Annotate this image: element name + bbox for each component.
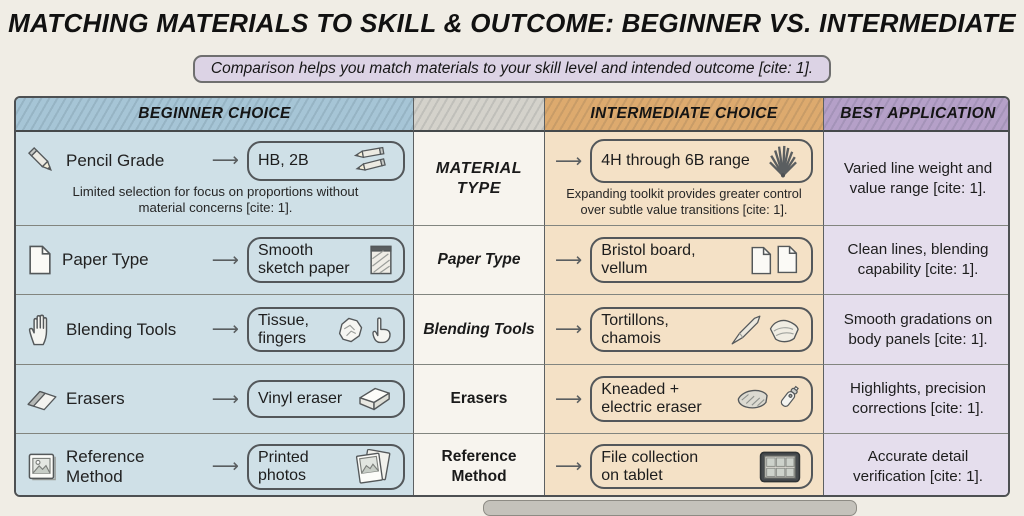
intermediate-note: Expanding toolkit provides greater contr… [566, 186, 802, 217]
category-label: MATERIAL TYPE [435, 159, 523, 197]
category-cell-paper-type: Paper Type [414, 225, 545, 294]
tablet-icon [758, 450, 802, 484]
arrow-icon: ⟶ [555, 387, 583, 410]
intermediate-cell-reference-method: ⟶ File collection on tablet [545, 433, 824, 495]
subtitle-row: Comparison helps you match materials to … [0, 55, 1024, 83]
arrow-icon: ⟶ [555, 318, 583, 340]
vinyl-eraser-icon [354, 385, 394, 413]
header-material-category [414, 98, 545, 132]
best-application-text: Highlights, precision corrections [cite:… [850, 380, 986, 417]
category-label: Reference Method [441, 448, 517, 485]
category-cell-reference-method: Reference Method [414, 433, 545, 495]
beginner-note: Limited selection for focus on proportio… [72, 183, 359, 215]
best-application-text: Clean lines, blending capability [cite: … [847, 241, 989, 278]
category-cell-blending-tools: Blending Tools [414, 294, 545, 364]
subtitle-callout: Comparison helps you match materials to … [192, 55, 832, 83]
best-application-text: Smooth gradations on body panels [cite: … [843, 310, 993, 348]
intermediate-cell-pencil-grade: ⟶ 4H through 6B range Expanding toolkit … [545, 132, 824, 225]
two-pages-icon [750, 243, 802, 277]
beginner-value-box: Tissue, fingers [247, 306, 405, 353]
category-cell-material-type: MATERIAL TYPE [414, 132, 545, 225]
category-label: Erasers [450, 390, 508, 408]
intermediate-value-box: File collection on tablet [590, 443, 813, 490]
category-label: Paper Type [437, 251, 521, 269]
arrow-icon: ⟶ [555, 455, 583, 477]
beginner-value-box: HB, 2B [247, 140, 405, 181]
beginner-cell-erasers: Erasers ⟶ Vinyl eraser [16, 364, 414, 433]
intermediate-value: File collection on tablet [601, 448, 699, 484]
pointing-finger-icon [372, 316, 391, 343]
tissue-icon [338, 317, 363, 342]
intermediate-value-box: 4H through 6B range [590, 139, 813, 184]
intermediate-cell-erasers: ⟶ Kneaded + electric eraser [545, 364, 824, 433]
arrow-icon: ⟶ [555, 248, 583, 271]
arrow-icon: ⟶ [211, 455, 239, 477]
chamois-icon [769, 319, 799, 342]
photo-icon [26, 451, 58, 483]
best-application-text: Accurate detail verification [cite: 1]. [853, 447, 983, 485]
arrow-icon: ⟶ [211, 248, 239, 271]
best-application-cell: Smooth gradations on body panels [cite: … [824, 294, 1008, 364]
beginner-cell-blending-tools: Blending Tools ⟶ Tissue, fingers [16, 294, 414, 364]
beginner-value: HB, 2B [258, 151, 309, 169]
printed-photos-icon [354, 448, 394, 485]
beginner-label: Paper Type [62, 250, 149, 270]
beginner-cell-pencil-grade: Pencil Grade ⟶ HB, 2B Limited selection … [16, 132, 414, 225]
arrow-icon: ⟶ [211, 318, 239, 340]
best-application-cell: Clean lines, blending capability [cite: … [824, 225, 1008, 294]
kneaded-and-electric-eraser-icon [735, 383, 802, 415]
beginner-value-box: Printed photos [247, 443, 405, 490]
eraser-icon [26, 386, 58, 412]
sketch-paper-icon [368, 244, 394, 276]
header-best-application: BEST APPLICATION [824, 98, 1008, 132]
intermediate-cell-paper-type: ⟶ Bristol board, vellum [545, 225, 824, 294]
kneaded-eraser-icon [737, 389, 768, 409]
page-icon [26, 244, 54, 276]
intermediate-value-box: Bristol board, vellum [590, 237, 813, 283]
header-intermediate-choice: INTERMEDIATE CHOICE [545, 98, 824, 132]
beginner-label: Reference Method [66, 447, 145, 486]
intermediate-cell-blending-tools: ⟶ Tortillons, chamois [545, 294, 824, 364]
beginner-cell-paper-type: Paper Type ⟶ Smooth sketch paper [16, 225, 414, 294]
best-application-cell: Accurate detail verification [cite: 1]. [824, 433, 1008, 495]
beginner-value-box: Smooth sketch paper [247, 237, 405, 283]
beginner-value: Tissue, fingers [258, 311, 309, 347]
intermediate-value: Tortillons, chamois [601, 311, 669, 347]
tissue-and-finger-icon [335, 315, 394, 345]
partial-sketch-bar [483, 500, 857, 516]
comparison-table: BEGINNER CHOICE INTERMEDIATE CHOICE BEST… [14, 96, 1010, 497]
beginner-cell-reference-method: Reference Method ⟶ Printed photos [16, 433, 414, 495]
arrow-icon: ⟶ [211, 387, 239, 410]
beginner-label: Blending Tools [66, 319, 177, 339]
intermediate-value: Bristol board, vellum [601, 242, 696, 277]
category-cell-erasers: Erasers [414, 364, 545, 433]
intermediate-value: Kneaded + electric eraser [601, 381, 702, 416]
pencil-fan-icon [764, 144, 802, 178]
beginner-value: Smooth sketch paper [258, 242, 350, 277]
hand-icon [26, 313, 58, 347]
beginner-value-box: Vinyl eraser [247, 380, 405, 418]
intermediate-value-box: Tortillons, chamois [590, 306, 813, 353]
pencil-icon [26, 145, 58, 177]
two-pencils-icon [350, 146, 394, 176]
beginner-label: Erasers [66, 389, 125, 409]
electric-eraser-icon [780, 385, 799, 407]
tortillon-icon [731, 315, 761, 344]
page-title: MATCHING MATERIALS TO SKILL & OUTCOME: B… [8, 8, 1016, 38]
category-label: Blending Tools [423, 320, 535, 338]
beginner-label: Pencil Grade [66, 151, 165, 171]
header-beginner-choice: BEGINNER CHOICE [16, 98, 414, 132]
intermediate-value: 4H through 6B range [601, 152, 750, 170]
best-application-cell: Varied line weight and value range [cite… [824, 132, 1008, 225]
best-application-cell: Highlights, precision corrections [cite:… [824, 364, 1008, 433]
beginner-value: Printed photos [258, 448, 309, 484]
beginner-value: Vinyl eraser [258, 390, 343, 408]
arrow-icon: ⟶ [211, 149, 239, 172]
stump-and-chamois-icon [729, 313, 802, 347]
best-application-text: Varied line weight and value range [cite… [843, 159, 993, 197]
arrow-icon: ⟶ [555, 149, 583, 172]
intermediate-value-box: Kneaded + electric eraser [590, 376, 813, 422]
